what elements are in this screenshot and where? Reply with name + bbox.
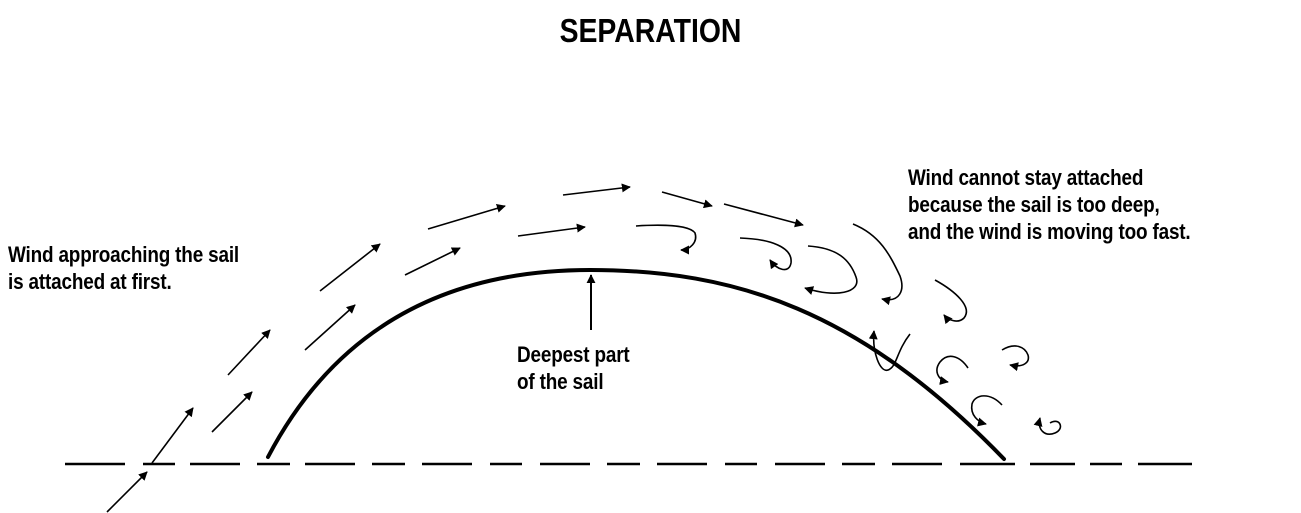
separated-flow-eddies <box>636 224 1060 434</box>
